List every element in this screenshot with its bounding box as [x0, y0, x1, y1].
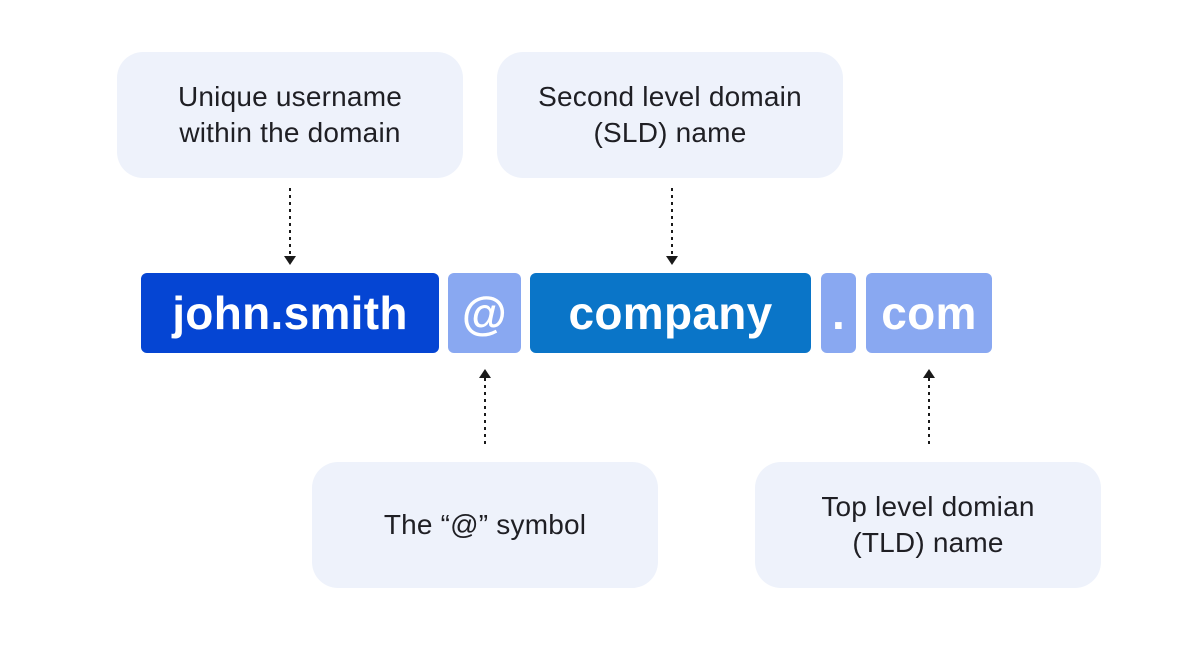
callout-username-text: Unique username within the domain: [177, 81, 403, 148]
callout-username: Unique username within the domain: [117, 52, 463, 178]
segment-dot-text: .: [831, 287, 846, 339]
arrow-down-icon: [284, 256, 296, 265]
arrow-down-icon: [666, 256, 678, 265]
segment-username-text: john.smith: [172, 287, 408, 339]
callout-sld-text: Second level domain (SLD) name: [538, 81, 802, 148]
arrow-up-icon: [923, 369, 935, 378]
connector-tld: [923, 369, 935, 445]
segment-tld: com: [866, 273, 992, 353]
segment-tld-text: com: [881, 287, 977, 339]
segment-sld: company: [530, 273, 811, 353]
callout-tld: Top level domian (TLD) name: [755, 462, 1101, 588]
segment-at-text: @: [461, 287, 508, 339]
segment-sld-text: company: [568, 287, 773, 339]
connector-at: [479, 369, 491, 445]
arrow-up-icon: [479, 369, 491, 378]
connector-sld: [666, 188, 678, 265]
segment-at-symbol: @: [448, 273, 521, 353]
segment-username: john.smith: [141, 273, 439, 353]
connector-username: [284, 188, 296, 265]
callout-sld: Second level domain (SLD) name: [497, 52, 843, 178]
callout-at-symbol-text: The “@” symbol: [383, 509, 587, 540]
callout-at-symbol: The “@” symbol: [312, 462, 658, 588]
callout-tld-text: Top level domian (TLD) name: [821, 491, 1035, 558]
segment-dot: .: [821, 273, 856, 353]
